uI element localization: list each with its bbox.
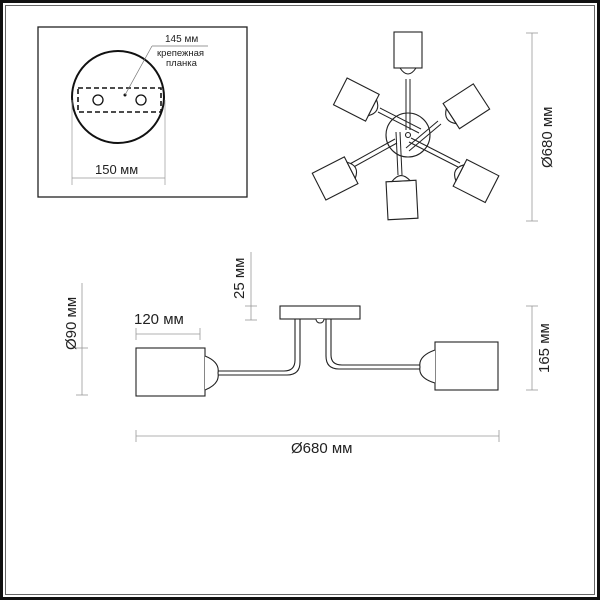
right-shade — [434, 341, 499, 391]
canopy — [279, 305, 361, 320]
canopy-diameter-label: 150 мм — [95, 162, 139, 177]
top-view — [311, 31, 538, 222]
inner-frame — [5, 5, 595, 595]
bracket-caption-line1: крепежная — [157, 48, 205, 59]
shade-upper-right — [442, 83, 491, 130]
shade-lower-left — [311, 156, 359, 201]
shade-top — [393, 31, 423, 75]
screw-hole-right — [135, 94, 147, 106]
canopy-height-label: 25 мм — [231, 257, 248, 299]
shade-length-label: 120 мм — [134, 311, 184, 328]
overall-width-label: Ø680 мм — [291, 440, 353, 457]
mounting-bracket — [77, 87, 162, 113]
screw-hole-left — [92, 94, 104, 106]
shade-bottom — [385, 174, 419, 221]
bracket-length-label: 145 мм — [165, 34, 199, 45]
shade-lower-right — [452, 158, 500, 204]
canopy-circle — [71, 50, 165, 144]
shade-diameter-label: Ø90 мм — [63, 296, 80, 350]
left-shade — [135, 347, 206, 397]
arms — [347, 79, 461, 176]
bracket-caption-line2: планка — [166, 58, 197, 69]
shade-upper-left — [332, 77, 380, 122]
top-view-diameter-label: Ø680 мм — [539, 106, 556, 169]
mount-detail-panel — [37, 26, 248, 198]
side-view — [76, 252, 538, 442]
total-height-label: 165 мм — [536, 323, 553, 373]
